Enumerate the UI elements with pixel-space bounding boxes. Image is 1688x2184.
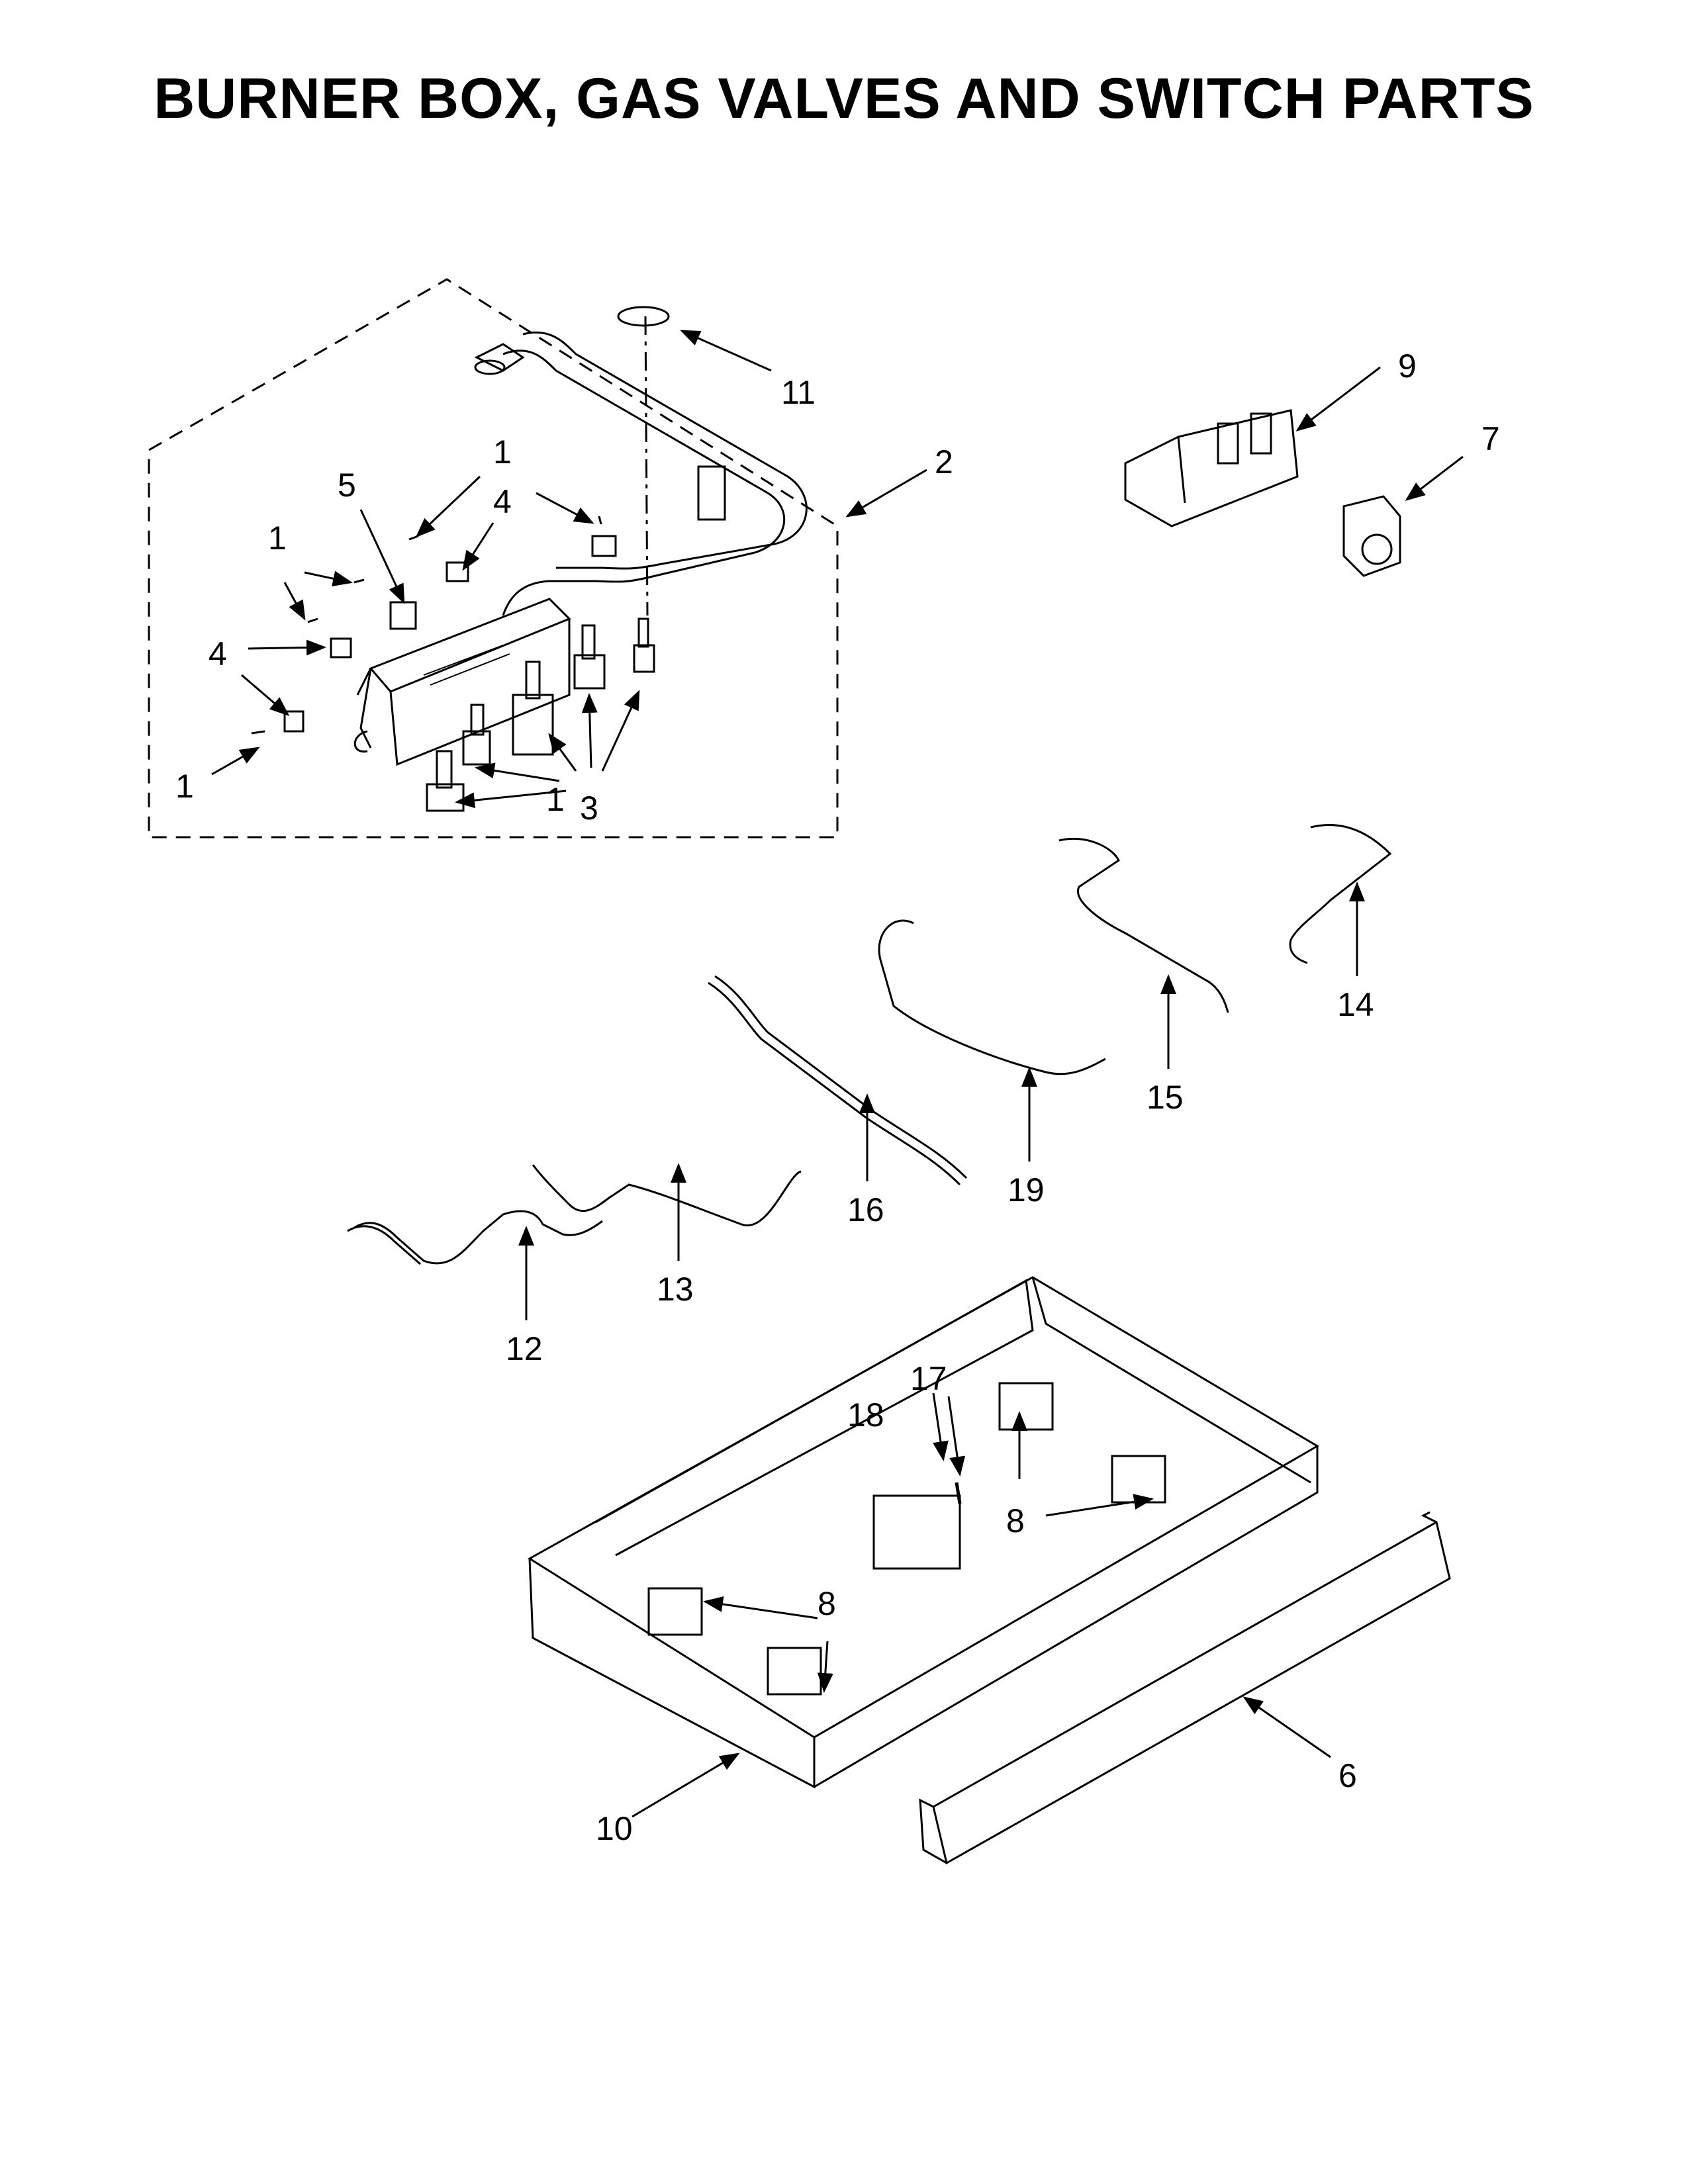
callout-8: 8 bbox=[1006, 1502, 1025, 1539]
callout-17: 17 bbox=[910, 1360, 947, 1397]
callout-1: 1 bbox=[546, 781, 565, 818]
callout-15: 15 bbox=[1147, 1079, 1184, 1116]
gas-tubes bbox=[347, 823, 1392, 1265]
callout-1: 1 bbox=[175, 768, 194, 805]
callout-16: 16 bbox=[847, 1191, 884, 1228]
callout-4: 4 bbox=[209, 635, 227, 672]
burner-cap bbox=[617, 306, 670, 327]
callout-11: 11 bbox=[781, 374, 816, 411]
callout-18: 18 bbox=[847, 1396, 884, 1433]
spark-module bbox=[1124, 409, 1299, 527]
callout-3: 3 bbox=[580, 790, 598, 827]
callout-14: 14 bbox=[1337, 986, 1374, 1023]
page-title: BURNER BOX, GAS VALVES AND SWITCH PARTS bbox=[154, 67, 1534, 130]
callout-12: 12 bbox=[506, 1330, 543, 1367]
screws-and-clips bbox=[251, 516, 617, 735]
burner-bracket bbox=[353, 598, 571, 766]
gas-regulator bbox=[1342, 495, 1401, 577]
callout-1: 1 bbox=[268, 520, 287, 557]
callout-6: 6 bbox=[1338, 1757, 1357, 1794]
callout-4: 4 bbox=[493, 483, 512, 520]
gas-manifold-tube bbox=[474, 331, 808, 616]
callout-labels: 1 1 1 1 2 3 4 4 5 6 7 8 8 9 10 11 12 13 … bbox=[175, 347, 1500, 1847]
callout-5: 5 bbox=[338, 467, 356, 504]
callout-7: 7 bbox=[1481, 420, 1500, 457]
callout-8: 8 bbox=[818, 1585, 836, 1622]
callout-1: 1 bbox=[493, 433, 512, 471]
burner-box bbox=[528, 1276, 1319, 1789]
callout-9: 9 bbox=[1398, 347, 1417, 385]
burner-assembly-outline bbox=[148, 278, 839, 839]
gas-valves bbox=[426, 617, 655, 812]
front-trim-panel bbox=[919, 1511, 1451, 1865]
callout-19: 19 bbox=[1008, 1171, 1045, 1208]
callout-13: 13 bbox=[657, 1271, 694, 1308]
callout-10: 10 bbox=[596, 1810, 633, 1847]
leader-arrows bbox=[211, 330, 1464, 1818]
cap-alignment-line bbox=[644, 316, 649, 616]
callout-2: 2 bbox=[935, 443, 953, 480]
